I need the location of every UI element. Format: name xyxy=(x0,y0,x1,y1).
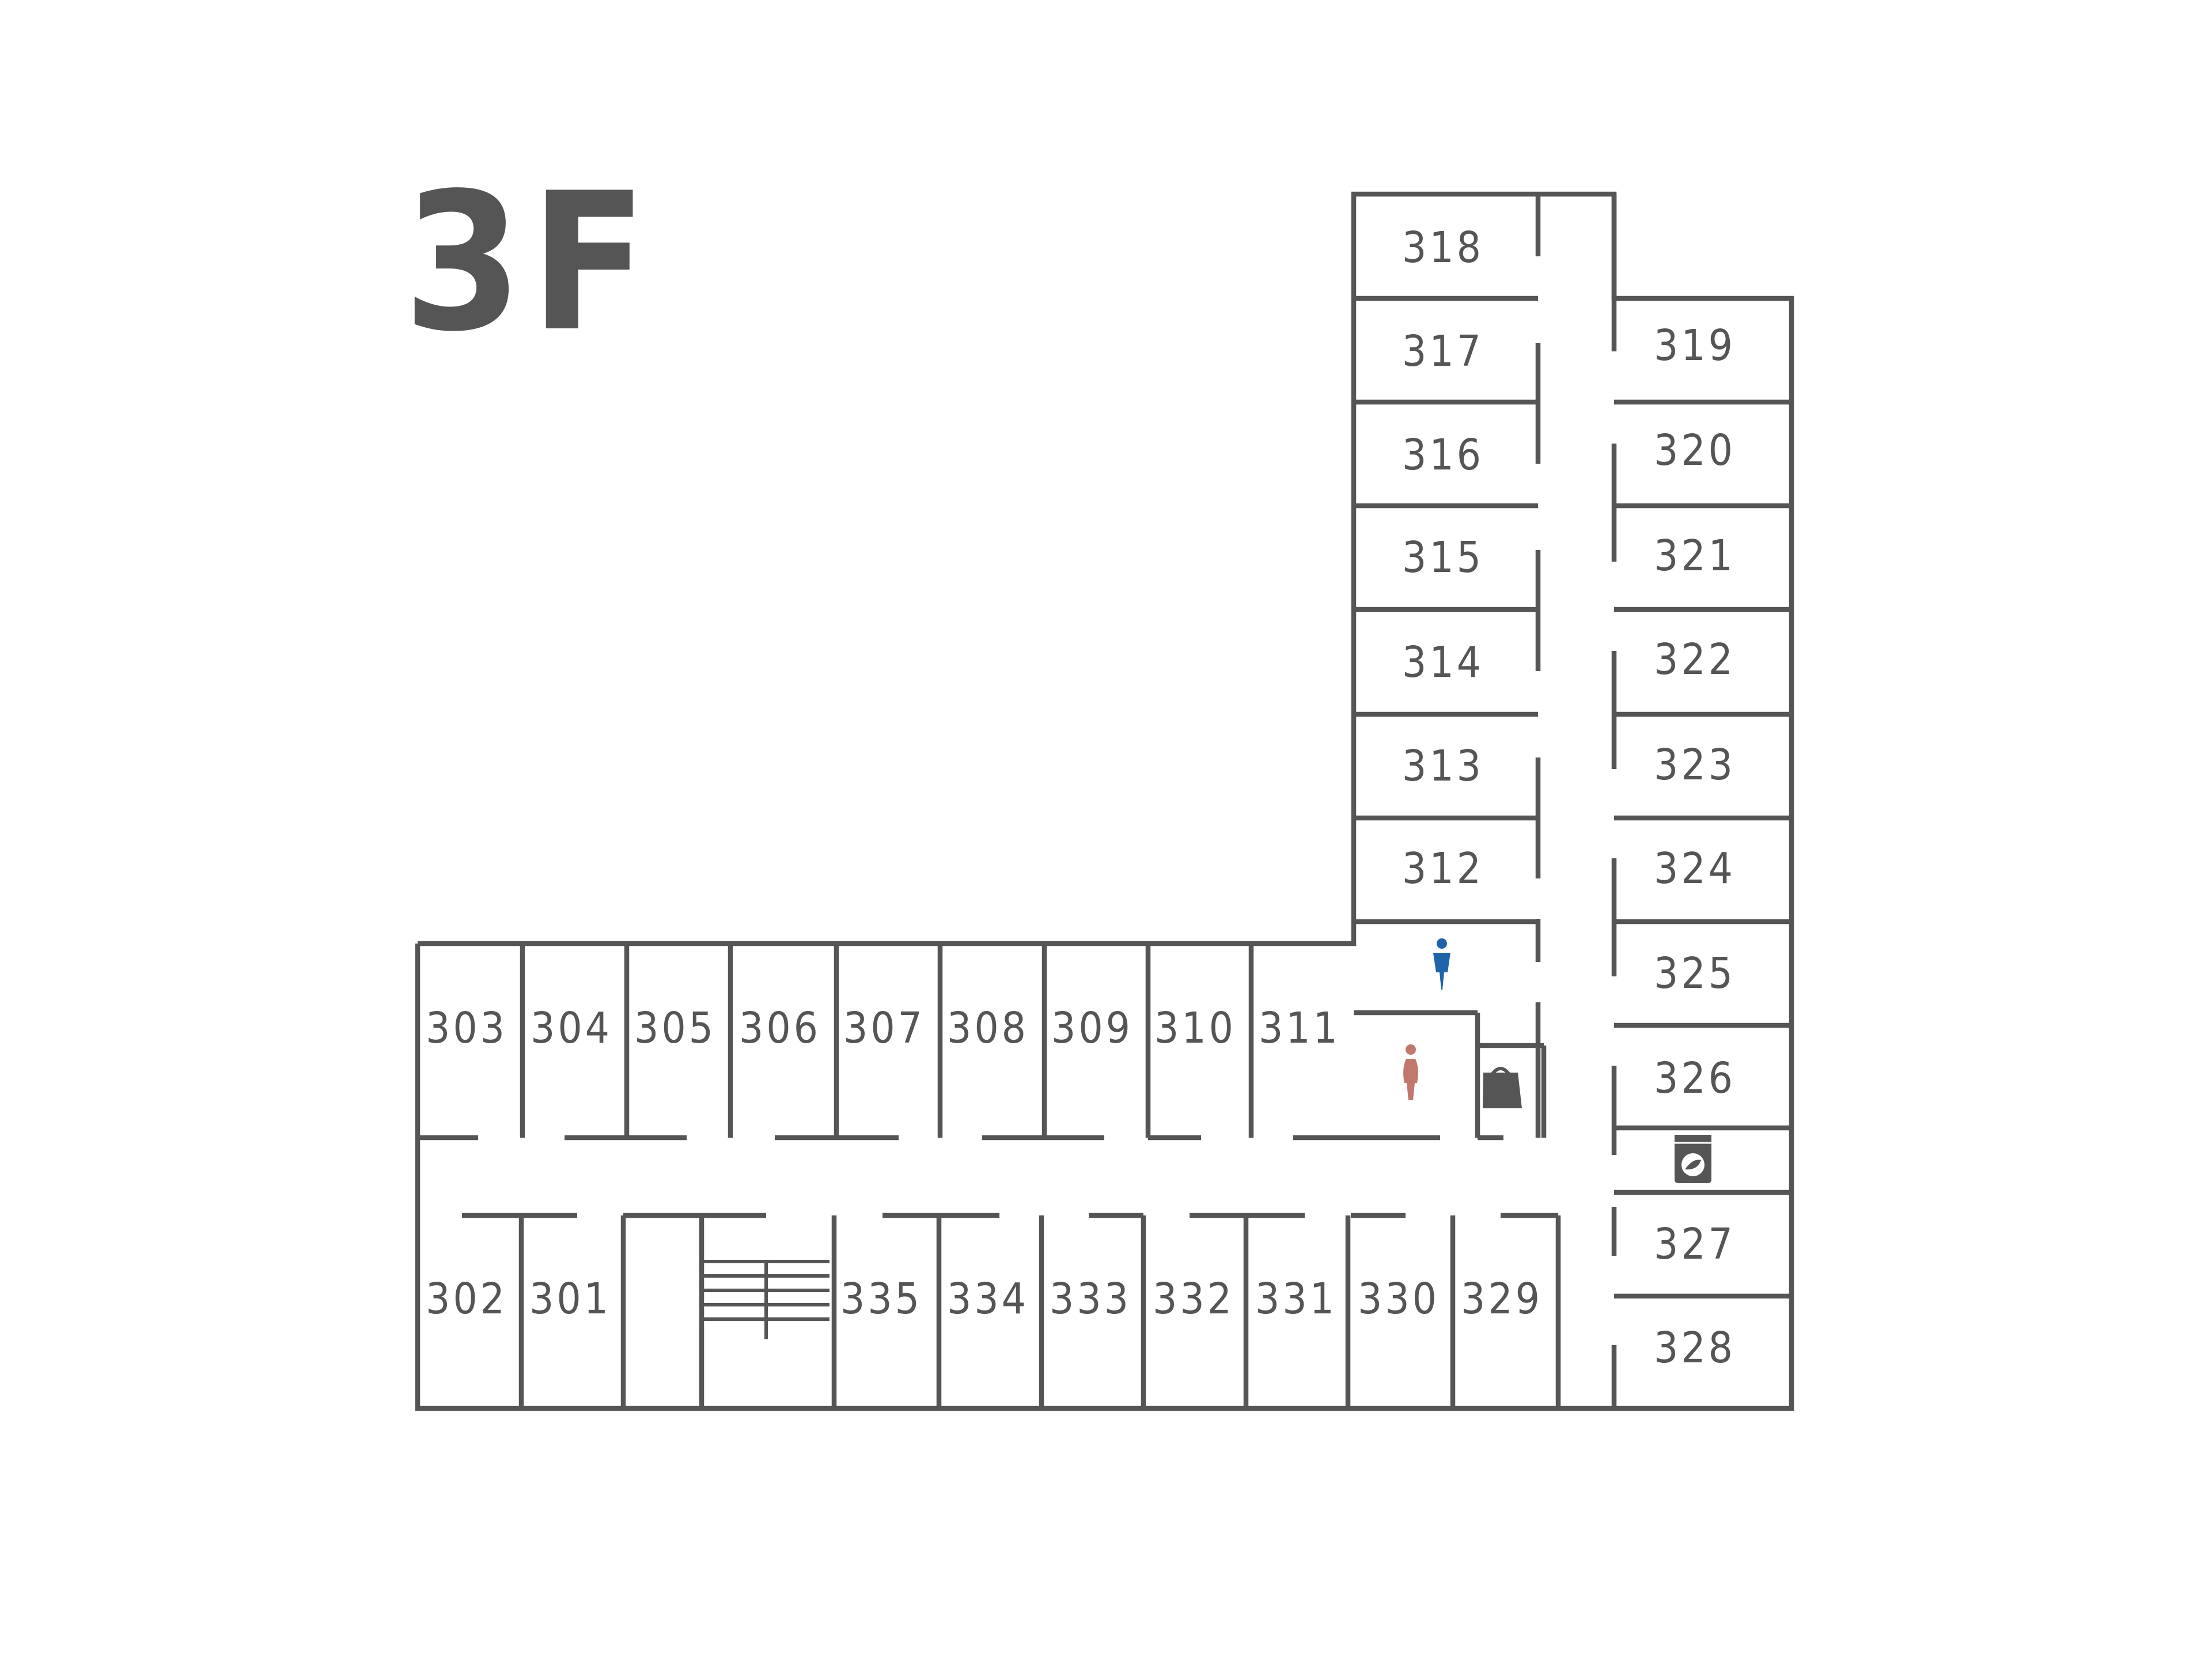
room-304: 304 xyxy=(531,1003,612,1053)
room-313: 313 xyxy=(1402,741,1484,791)
room-312: 312 xyxy=(1402,844,1484,893)
room-322: 322 xyxy=(1654,635,1736,684)
room-321: 321 xyxy=(1654,531,1736,581)
room-305: 305 xyxy=(634,1003,716,1053)
room-320: 320 xyxy=(1654,426,1736,475)
room-329: 329 xyxy=(1461,1274,1543,1324)
room-328: 328 xyxy=(1654,1323,1736,1373)
room-330: 330 xyxy=(1358,1274,1440,1324)
room-325: 325 xyxy=(1654,949,1736,998)
room-309: 309 xyxy=(1051,1003,1133,1053)
room-307: 307 xyxy=(843,1003,925,1053)
room-311: 311 xyxy=(1259,1003,1340,1053)
room-331: 331 xyxy=(1255,1274,1337,1324)
washing-machine-icon xyxy=(1675,1135,1711,1183)
room-302: 302 xyxy=(426,1274,507,1324)
room-303: 303 xyxy=(426,1003,507,1053)
womens-restroom-icon xyxy=(1403,1044,1418,1100)
room-318: 318 xyxy=(1402,223,1484,272)
room-324: 324 xyxy=(1654,844,1736,893)
room-326: 326 xyxy=(1654,1054,1736,1103)
room-334: 334 xyxy=(947,1274,1029,1324)
room-310: 310 xyxy=(1154,1003,1236,1053)
room-306: 306 xyxy=(739,1003,821,1053)
room-323: 323 xyxy=(1654,740,1736,790)
room-315: 315 xyxy=(1402,533,1484,582)
room-301: 301 xyxy=(529,1274,611,1324)
mens-restroom-icon xyxy=(1433,938,1450,990)
room-335: 335 xyxy=(840,1274,922,1324)
room-319: 319 xyxy=(1654,321,1736,370)
floor-label: 3F xyxy=(403,152,655,373)
room-333: 333 xyxy=(1050,1274,1131,1324)
walls xyxy=(415,191,1794,1411)
room-314: 314 xyxy=(1402,638,1484,687)
room-317: 317 xyxy=(1402,327,1484,376)
vending-bag-icon xyxy=(1483,1067,1522,1108)
room-labels: 303 304 305 306 307 308 309 310 311 302 … xyxy=(426,223,1736,1373)
room-332: 332 xyxy=(1153,1274,1234,1324)
room-316: 316 xyxy=(1402,430,1484,480)
stairs-icon xyxy=(702,1260,830,1339)
room-327: 327 xyxy=(1654,1219,1736,1269)
room-308: 308 xyxy=(947,1003,1029,1053)
